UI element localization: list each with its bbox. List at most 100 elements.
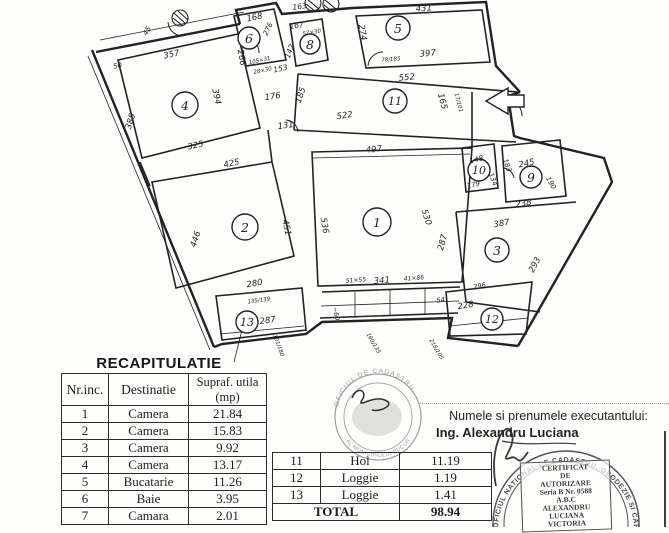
svg-text:4: 4: [180, 98, 189, 113]
total-value: 98.94: [399, 503, 492, 521]
table-cell: Camera: [108, 422, 189, 440]
dimension-label: 341: [373, 275, 390, 286]
dimension-label: 179: [466, 179, 481, 190]
dimension-label: 530: [419, 208, 434, 227]
svg-text:6: 6: [245, 31, 253, 46]
dimension-label: 131: [277, 120, 294, 132]
svg-text:9: 9: [527, 170, 535, 185]
dimension-label: 522: [336, 110, 353, 122]
table-cell: Bucatarie: [108, 473, 189, 491]
table-cell: 7: [61, 507, 109, 525]
recap-col-supraf: Supraf. utila (mp): [188, 373, 267, 406]
dotted-separator: [420, 403, 669, 404]
dimension-label: 135/139: [247, 296, 271, 305]
table-cell: 2: [61, 422, 109, 440]
room-number-13: 13: [235, 310, 259, 334]
dimension-label: 425: [223, 157, 241, 170]
svg-text:12: 12: [485, 313, 499, 326]
table-cell: 13.17: [188, 456, 267, 474]
dimension-label: 105×31: [248, 56, 271, 66]
table-cell: 1.41: [399, 486, 492, 504]
dimension-label: 357: [163, 48, 182, 61]
recap-col-dest: Destinatie: [108, 373, 189, 406]
recap-title: RECAPITULATIE: [96, 355, 222, 372]
dimension-label: ~60: [331, 306, 342, 321]
room-number-3: 3: [484, 237, 510, 263]
dimension-label: 45: [142, 25, 154, 37]
dimension-label: 274: [356, 24, 369, 42]
room-number-11: 11: [382, 88, 408, 114]
table-cell: Camara: [108, 507, 189, 525]
room-number-2: 2: [231, 213, 259, 241]
table-cell: 5: [61, 473, 109, 491]
table-cell: Camera: [108, 405, 189, 423]
recap-col-supraf-line2: (mp): [215, 389, 240, 404]
scan-edge-line: [664, 431, 666, 527]
room-number-6: 6: [237, 26, 261, 50]
table-cell: 1: [61, 405, 109, 423]
table-cell: 2.01: [188, 507, 267, 525]
dimension-label: 325: [187, 139, 205, 152]
dimension-label: 50: [112, 61, 123, 71]
executant-name: Ing. Alexandru Luciana: [436, 425, 579, 440]
table-cell: 3: [61, 439, 109, 457]
dimension-label: 228: [457, 300, 475, 313]
table-cell: 12: [272, 469, 321, 487]
dimension-label: 28×30: [253, 66, 273, 76]
dimension-label: 397: [419, 48, 437, 59]
table-cell: 11.19: [399, 452, 492, 470]
executant-label: Numele si prenumele executantului:: [449, 409, 648, 423]
dimension-label: 245: [518, 157, 536, 170]
table-cell: Baie: [108, 490, 189, 508]
dimension-label: 431: [415, 3, 432, 14]
recap-col-supraf-line1: Supraf. utila: [196, 374, 259, 389]
dimension-label: 57×30: [302, 28, 322, 37]
room-number-9: 9: [519, 165, 543, 189]
table-cell: Camera: [108, 456, 189, 474]
dimension-label: 266: [235, 49, 248, 67]
table-cell: 9.92: [188, 439, 267, 457]
dimension-label: 78/185: [381, 56, 401, 64]
left-stamp-signature: [351, 389, 390, 412]
svg-text:OFICIUL DE CADASTRU: OFICIUL DE CADASTRU: [333, 368, 415, 408]
room-number-8: 8: [299, 33, 321, 55]
table-cell: 13: [272, 486, 321, 504]
inner-walls: [117, 8, 577, 341]
dimension-label: 238: [515, 198, 533, 211]
dimension-label: 280: [246, 278, 264, 291]
svg-text:13: 13: [240, 316, 254, 329]
executant-block: Numele si prenumele executantului: Ing. …: [428, 409, 669, 440]
dimension-label: 167: [289, 20, 305, 31]
table-cell: 11.26: [188, 473, 267, 491]
room-number-1: 1: [362, 207, 392, 237]
svg-text:11: 11: [388, 95, 402, 108]
table-cell: 21.84: [188, 405, 267, 423]
dimension-label: 51×55: [346, 276, 367, 284]
dimension-label: 552: [398, 72, 415, 83]
dimension-label: 387: [493, 218, 511, 231]
room-number-4: 4: [171, 91, 199, 119]
dimension-label: 41×86: [404, 274, 425, 282]
table-cell: Hol: [320, 452, 400, 470]
dimension-label: 394: [209, 88, 222, 106]
total-label: TOTAL: [272, 503, 400, 521]
table-cell: Loggie: [320, 469, 400, 487]
dimension-label: 17/101: [453, 93, 464, 113]
table-cell: 3.95: [188, 490, 267, 508]
dimension-label: 160/135: [365, 332, 382, 355]
svg-text:10: 10: [472, 164, 486, 177]
dimension-label: 168: [246, 11, 265, 24]
dimension-label: 385: [124, 112, 138, 130]
